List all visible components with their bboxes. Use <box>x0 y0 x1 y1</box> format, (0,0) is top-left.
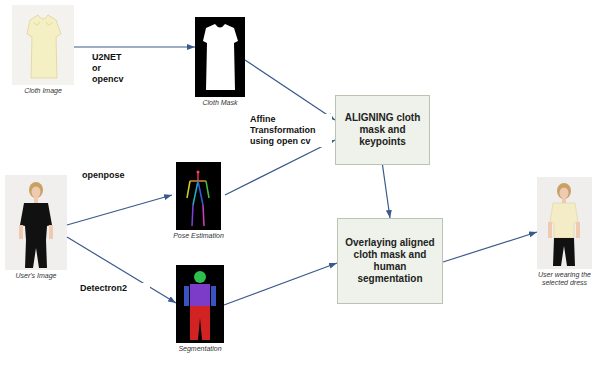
image-caption: Cloth Mask <box>195 99 245 107</box>
arrow-connector <box>383 165 391 218</box>
pose-image: Pose Estimation <box>172 162 225 241</box>
arrow-connector <box>225 140 335 195</box>
edge-label: U2NET or opencv <box>92 52 132 85</box>
image-caption: User's Image <box>5 272 67 280</box>
box-text: ALIGNING cloth mask and keypoints <box>340 112 425 148</box>
edge-label: openpose <box>82 170 142 181</box>
image-caption: Segmentation <box>176 345 224 353</box>
user-photo <box>5 175 67 270</box>
user-image: User's Image <box>5 175 67 281</box>
arrow-connector <box>224 263 337 305</box>
cloth-mask: Cloth Mask <box>195 17 245 108</box>
arrow-connector <box>67 237 176 303</box>
pose-image <box>176 162 221 230</box>
result-image: User wearing the selected dress <box>537 177 592 288</box>
arrow-connector <box>67 195 172 225</box>
image-caption: User wearing the selected dress <box>537 271 592 287</box>
cloth-mask-image <box>195 17 245 97</box>
arrow-connector <box>74 46 195 47</box>
arrow-connector <box>443 232 537 262</box>
image-caption: Pose Estimation <box>172 232 225 240</box>
cloth-image: Cloth Image <box>12 5 74 96</box>
result-photo <box>537 177 592 269</box>
process-box: ALIGNING cloth mask and keypoints <box>335 95 430 165</box>
segmentation-image <box>176 265 224 343</box>
process-box: Overlaying aligned cloth mask and human … <box>337 218 443 304</box>
arrow-connector <box>245 60 335 120</box>
box-text: Overlaying aligned cloth mask and human … <box>342 237 438 285</box>
image-caption: Cloth Image <box>12 87 74 95</box>
cloth-photo <box>12 5 74 85</box>
segmentation-image: Segmentation <box>176 265 224 354</box>
edge-label: Affine Transformation using open cv <box>250 114 332 147</box>
edge-label: Detectron2 <box>80 283 150 294</box>
